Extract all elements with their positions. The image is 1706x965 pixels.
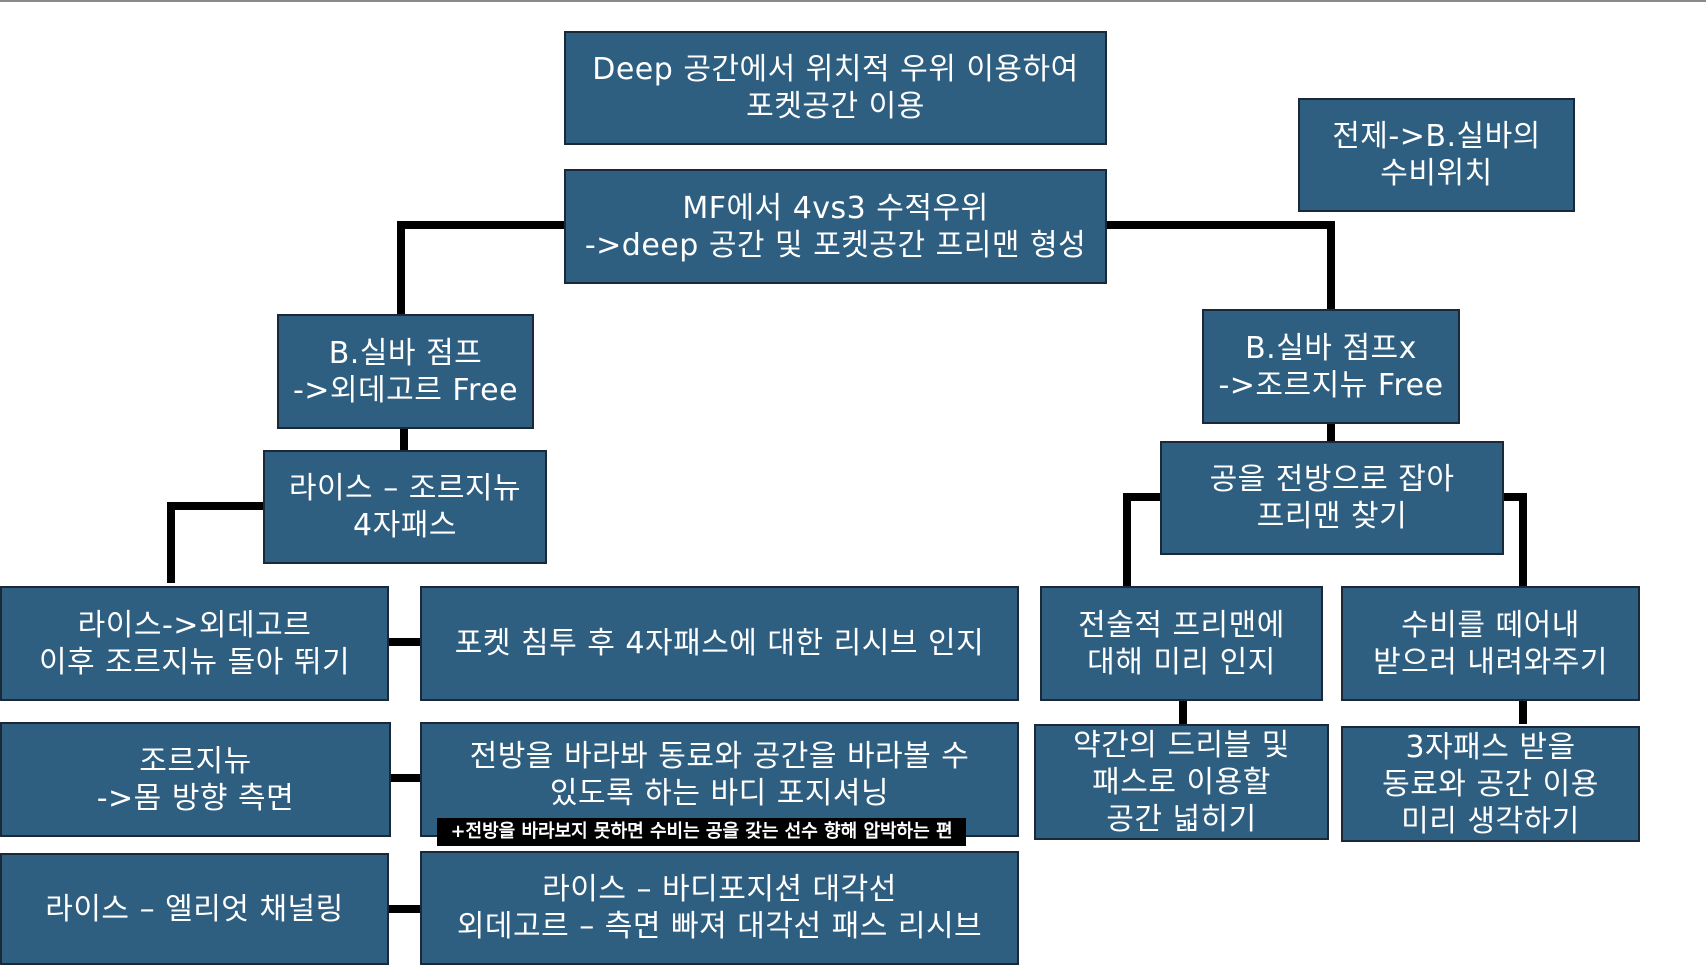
node-line: ->deep 공간 및 포켓공간 프리맨 형성 bbox=[584, 227, 1087, 263]
diagram-node-rice-odegaard: 라이스->외데고르 이후 조르지뉴 돌아 뛰기 bbox=[0, 586, 389, 701]
diagram-node-deep-space: Deep 공간에서 위치적 우위 이용하여 포켓공간 이용 bbox=[564, 31, 1107, 145]
node-line: ->몸 방향 측면 bbox=[96, 780, 295, 816]
connector-mf-to-silva-jump bbox=[397, 221, 564, 316]
node-line: 수비를 떼어내 bbox=[1401, 607, 1580, 643]
node-line: 라이스 – 바디포지션 대각선 bbox=[542, 872, 897, 907]
node-line: 공을 전방으로 잡아 bbox=[1209, 462, 1455, 497]
node-line: 전술적 프리맨에 bbox=[1078, 607, 1285, 643]
node-line: 패스로 이용할 bbox=[1092, 764, 1271, 800]
diagram-node-find-freeman: 공을 전방으로 잡아 프리맨 찾기 bbox=[1160, 441, 1504, 555]
node-line: 약간의 드리블 및 bbox=[1073, 727, 1290, 763]
node-line: 동료와 공간 이용 bbox=[1382, 766, 1599, 802]
node-line: 받으러 내려와주기 bbox=[1373, 644, 1608, 680]
node-line: 3자패스 받을 bbox=[1405, 729, 1576, 765]
node-line: 라이스 – 엘리엇 채널링 bbox=[45, 891, 344, 927]
pressure-note: +전방을 바라보지 못하면 수비는 공을 갖는 선수 향해 압박하는 편 bbox=[437, 818, 966, 846]
connector-rice-to-rice-odegaard bbox=[167, 502, 263, 583]
node-line: 전제->B.실바의 bbox=[1332, 119, 1541, 154]
diagram-node-drop-to-receive: 수비를 떼어내 받으러 내려와주기 bbox=[1341, 586, 1640, 701]
node-line: B.실바 점프x bbox=[1245, 330, 1417, 366]
node-line: MF에서 4vs3 수적우위 bbox=[682, 190, 989, 226]
diagram-node-third-man: 3자패스 받을 동료와 공간 이용 미리 생각하기 bbox=[1341, 726, 1640, 842]
node-line: 수비위치 bbox=[1380, 156, 1493, 191]
window-top-border bbox=[0, 0, 1706, 2]
node-line: 프리맨 찾기 bbox=[1256, 499, 1408, 534]
diagram-node-body-positioning: 전방을 바라봐 동료와 공간을 바라볼 수 있도록 하는 바디 포지셔닝 bbox=[420, 722, 1019, 837]
diagram-node-mf-numerical: MF에서 4vs3 수적우위 ->deep 공간 및 포켓공간 프리맨 형성 bbox=[564, 169, 1107, 284]
node-line: 4자패스 bbox=[353, 508, 457, 543]
diagram-node-silva-jump: B.실바 점프 ->외데고르 Free bbox=[277, 314, 534, 429]
node-line: 포켓공간 이용 bbox=[746, 89, 925, 124]
diagram-node-pocket-receive: 포켓 침투 후 4자패스에 대한 리시브 인지 bbox=[420, 586, 1019, 701]
diagram-node-diagonal: 라이스 – 바디포지션 대각선 외데고르 – 측면 빠져 대각선 패스 리시브 bbox=[420, 851, 1019, 965]
connector-mf-to-silva-nojump bbox=[1106, 221, 1335, 309]
node-line: 라이스->외데고르 bbox=[77, 607, 312, 643]
node-line: 조르지뉴 bbox=[139, 743, 252, 779]
node-line: ->외데고르 Free bbox=[292, 372, 519, 408]
connector-forward-to-defense bbox=[1500, 493, 1527, 586]
node-line: 공간 넓히기 bbox=[1106, 801, 1257, 837]
diagram-node-silva-no-jump: B.실바 점프x ->조르지뉴 Free bbox=[1202, 309, 1460, 424]
node-line: 대해 미리 인지 bbox=[1087, 644, 1276, 680]
node-line: 라이스 – 조르지뉴 bbox=[288, 471, 522, 506]
node-line: 포켓 침투 후 4자패스에 대한 리시브 인지 bbox=[454, 626, 985, 661]
node-line: B.실바 점프 bbox=[328, 335, 483, 371]
node-line: 이후 조르지뉴 돌아 뛰기 bbox=[38, 644, 351, 680]
diagram-node-premise: 전제->B.실바의 수비위치 bbox=[1298, 98, 1575, 212]
diagram-node-tactical-freeman: 전술적 프리맨에 대해 미리 인지 bbox=[1040, 586, 1323, 701]
diagram-node-jorginho-body: 조르지뉴 ->몸 방향 측면 bbox=[0, 722, 391, 837]
node-line: 미리 생각하기 bbox=[1401, 803, 1580, 839]
node-line: ->조르지뉴 Free bbox=[1218, 367, 1444, 403]
node-line: 외데고르 – 측면 빠져 대각선 패스 리시브 bbox=[456, 909, 983, 944]
diagram-node-rice-jorginho: 라이스 – 조르지뉴 4자패스 bbox=[263, 450, 547, 564]
diagram-node-rice-elliot: 라이스 – 엘리엇 채널링 bbox=[0, 853, 389, 965]
connector-forward-to-tactical bbox=[1123, 493, 1163, 586]
node-line: 전방을 바라봐 동료와 공간을 바라볼 수 bbox=[469, 739, 970, 774]
node-line: Deep 공간에서 위치적 우위 이용하여 bbox=[592, 52, 1079, 87]
diagram-node-dribble-space: 약간의 드리블 및 패스로 이용할 공간 넓히기 bbox=[1034, 724, 1329, 840]
node-line: 있도록 하는 바디 포지셔닝 bbox=[549, 776, 890, 811]
